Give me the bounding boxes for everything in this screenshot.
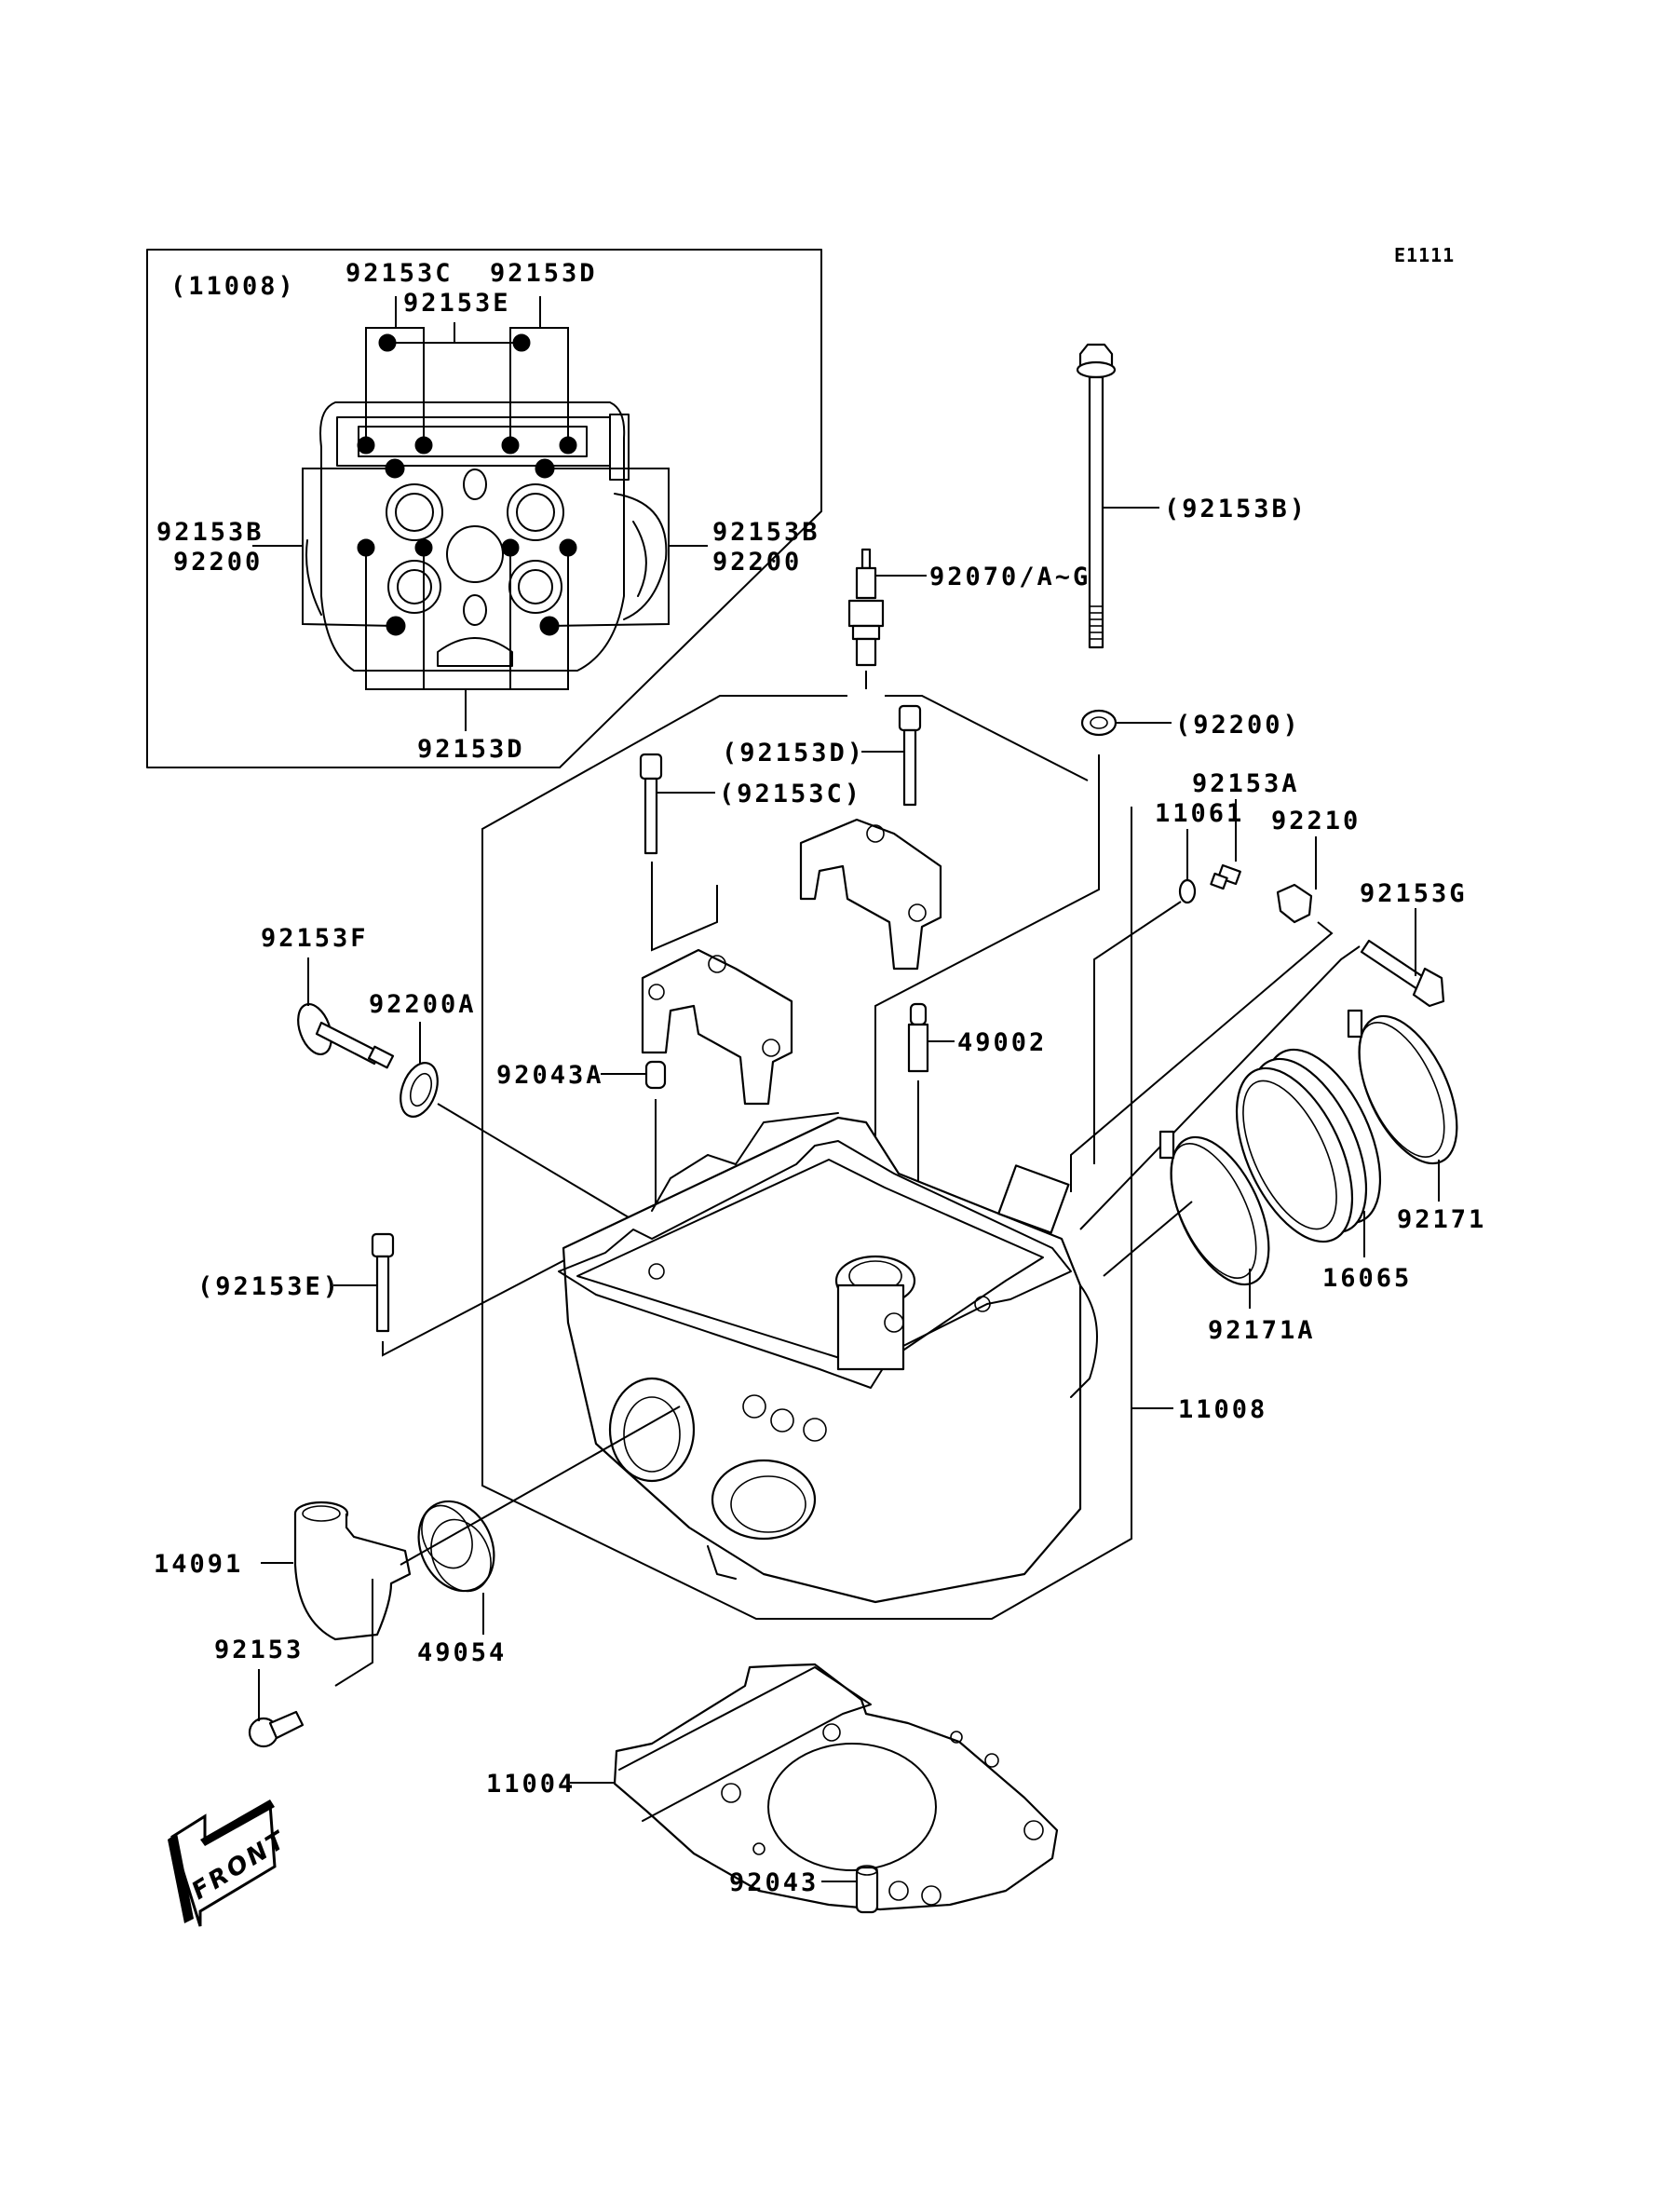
part-bolt-92153[interactable]: 92153 <box>214 1636 305 1748</box>
part-head-gasket-11004[interactable]: 11004 <box>486 1663 1059 1911</box>
label-92153: 92153 <box>214 1636 304 1664</box>
part-dowel-pin-92043[interactable]: 92043 <box>729 1865 879 1914</box>
part-washer-11061[interactable]: 11061 <box>1093 799 1244 1164</box>
part-bolt-92153g[interactable]: 92153G <box>1079 879 1468 1230</box>
part-camshaft-cap-rear <box>799 818 942 971</box>
part-camshaft-cap-front <box>641 948 793 1106</box>
label-16065: 16065 <box>1322 1264 1412 1293</box>
label-92171a: 92171A <box>1208 1316 1316 1345</box>
part-washer-92200a[interactable]: 92200A <box>369 990 634 1221</box>
label-92153d-cam: (92153D) <box>722 739 865 767</box>
inset-frame <box>146 249 822 768</box>
figure-code: E1111 <box>1394 244 1455 266</box>
front-direction-arrow: FRONT <box>168 1799 292 1927</box>
inset-label-92153d-bottom: 92153D <box>417 735 525 764</box>
inset-label-92153b-left: 92153B <box>156 518 264 547</box>
label-92171: 92171 <box>1397 1205 1486 1234</box>
part-clamp-92171[interactable]: 92171 <box>1339 1001 1486 1234</box>
part-nut-92210[interactable]: 92210 <box>1070 807 1361 1192</box>
inset-top-view: (11008) 92153C 92153D 92153E 92153B 9220… <box>146 249 822 768</box>
label-92153e: (92153E) <box>197 1272 341 1301</box>
inset-bolt-holes <box>357 333 577 636</box>
part-spark-plug[interactable]: 92070/A~G <box>847 548 1091 689</box>
part-clamp-92171a[interactable]: 92171A <box>1103 1122 1316 1345</box>
label-92153g: 92153G <box>1360 879 1468 908</box>
part-head-bolt-long[interactable]: (92153B) <box>1076 343 1307 649</box>
label-92070: 92070/A~G <box>929 563 1091 591</box>
inset-label-92153e: 92153E <box>403 289 511 318</box>
inset-assembly-label: (11008) <box>170 272 296 301</box>
label-92043a: 92043A <box>496 1061 604 1090</box>
part-cam-cap-bolt-c[interactable]: (92153C) <box>639 753 862 952</box>
label-49054: 49054 <box>417 1638 507 1667</box>
label-92153a: 92153A <box>1192 769 1300 798</box>
part-bolt-92153e[interactable]: (92153E) <box>197 1232 606 1357</box>
label-92153f: 92153F <box>261 924 369 953</box>
label-11004: 11004 <box>486 1770 576 1799</box>
label-11008: 11008 <box>1178 1395 1267 1424</box>
part-dowel-pin-92043a[interactable]: 92043A <box>496 1060 667 1248</box>
label-49002: 49002 <box>957 1028 1047 1057</box>
part-cylinder-head[interactable] <box>558 1112 1098 1604</box>
assembly-outline: 11008 <box>481 695 1267 1620</box>
inset-label-92200-right: 92200 <box>712 548 802 577</box>
part-thermostat-49054[interactable]: 49054 <box>400 1406 681 1667</box>
inset-label-92153b-right: 92153B <box>712 518 820 547</box>
label-92200a: 92200A <box>369 990 477 1019</box>
part-head-washer[interactable]: (92200) <box>874 709 1301 1267</box>
part-holder-16065[interactable]: 16065 <box>1213 1032 1412 1293</box>
label-92153b: (92153B) <box>1164 495 1307 523</box>
inset-label-92153c: 92153C <box>345 259 454 288</box>
part-bolt-92153a[interactable]: 92153A <box>1192 769 1300 890</box>
inset-label-92153d-top: 92153D <box>490 259 598 288</box>
inset-label-92200-left: 92200 <box>173 548 263 577</box>
label-92200: (92200) <box>1175 711 1301 740</box>
part-bolt-92153f[interactable]: 92153F <box>261 924 395 1069</box>
label-92210: 92210 <box>1271 807 1361 835</box>
label-14091: 14091 <box>154 1550 243 1579</box>
part-cam-cap-bolt-d[interactable]: (92153D) <box>722 704 922 807</box>
part-water-pipe-14091[interactable]: 14091 <box>154 1501 412 1687</box>
label-92043: 92043 <box>729 1868 819 1897</box>
label-11061: 11061 <box>1155 799 1244 828</box>
label-92153c-cam: (92153C) <box>719 780 862 808</box>
